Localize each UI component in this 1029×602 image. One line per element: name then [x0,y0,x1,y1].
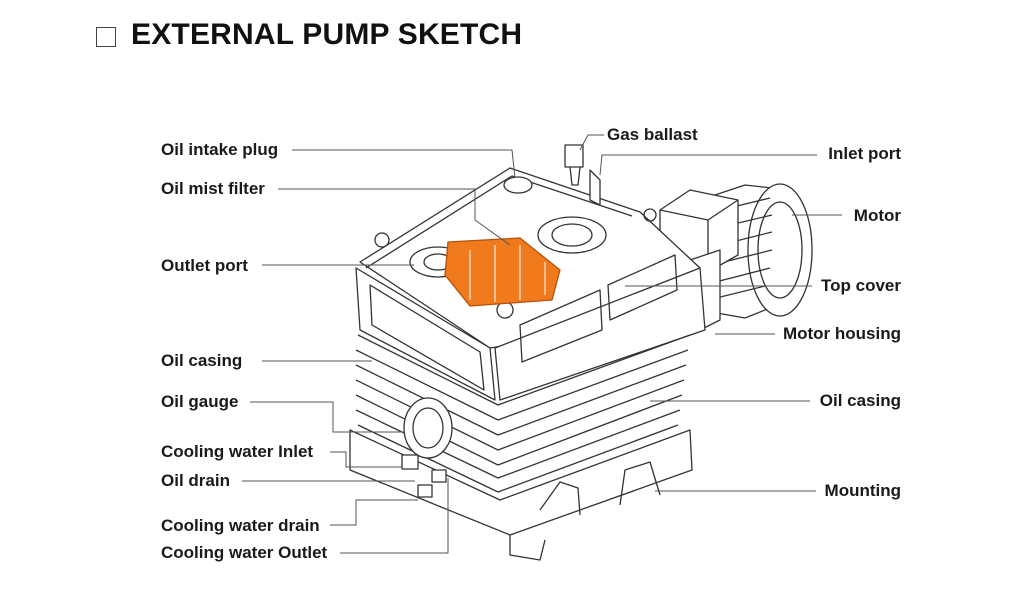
label-oil-casing-left: Oil casing [161,351,243,370]
motor-drawing [659,183,813,336]
title-checkbox-icon [96,27,116,47]
label-gas-ballast: Gas ballast [607,125,698,144]
label-inlet-port: Inlet port [828,144,901,163]
label-mounting: Mounting [824,481,901,500]
leader-lines [242,134,842,554]
page-title: EXTERNAL PUMP SKETCH [131,18,523,51]
label-oil-casing-right: Oil casing [819,391,901,410]
label-cooling-water-inlet: Cooling water Inlet [161,442,314,461]
pump-body-drawing [349,144,706,561]
label-motor-housing: Motor housing [782,324,901,343]
label-oil-gauge: Oil gauge [161,392,239,411]
label-oil-intake-plug: Oil intake plug [161,140,279,159]
label-oil-mist-filter: Oil mist filter [161,179,265,198]
label-outlet-port: Outlet port [161,256,248,275]
label-oil-drain: Oil drain [161,471,230,490]
label-cooling-water-outlet: Cooling water Outlet [161,543,328,562]
label-motor: Motor [853,206,901,225]
label-top-cover: Top cover [821,276,901,295]
label-cooling-water-drain: Cooling water drain [161,516,320,535]
